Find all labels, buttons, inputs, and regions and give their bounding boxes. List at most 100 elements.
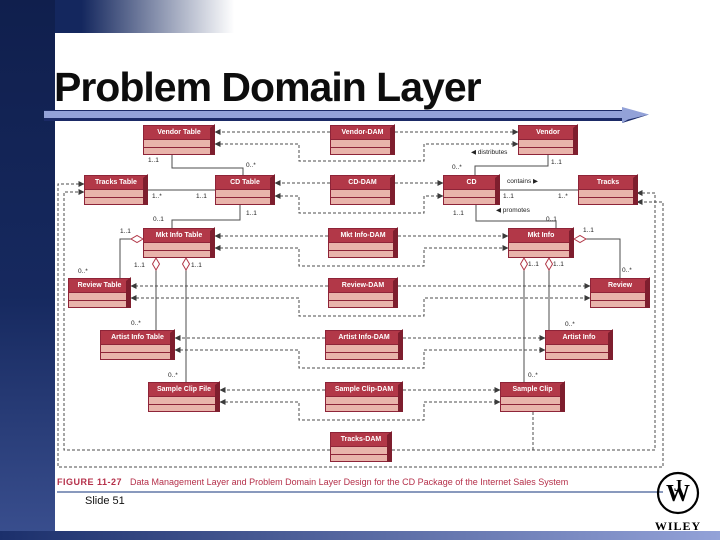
aggr-mkt-info-table-review-table [119,238,131,278]
class-compartment [329,293,397,301]
box-3d-fold [270,174,275,205]
multiplicity-label: 0..1 [153,216,164,223]
class-box-cd-table: CD Table [215,174,275,206]
class-box-title: Review-DAM [329,279,397,293]
class-compartment [331,198,394,206]
class-compartment [591,293,649,301]
multiplicity-label: 1..1 [553,261,564,268]
class-compartment [579,198,637,206]
box-3d-fold [398,381,403,412]
diamond-mkt-info-right [573,234,587,244]
class-compartment [546,353,612,361]
class-box-title: Review Table [69,279,130,293]
diamond-mkt-info-table-bottom-2 [181,257,191,271]
box-3d-fold [143,174,148,205]
class-box-title: Tracks-DAM [331,433,391,447]
class-compartment [331,190,394,198]
class-compartment [591,301,649,309]
class-box-title: Sample Clip-DAM [326,383,402,397]
class-compartment [144,251,214,259]
multiplicity-label: 1..1 [528,261,539,268]
class-box-title: Vendor Table [144,126,214,140]
class-compartment [331,148,394,156]
multiplicity-label: 0..* [622,267,632,274]
multiplicity-label: 1..1 [120,228,131,235]
class-box-artist-info-dam: Artist Info-DAM [325,329,403,360]
box-3d-fold [210,227,215,258]
class-compartment [579,190,637,198]
class-compartment [519,140,577,148]
class-compartment [144,140,214,148]
class-box-cd: CD [443,174,500,205]
multiplicity-label: 1..1 [583,227,594,234]
box-3d-fold [569,227,574,258]
class-box-title: Mkt Info Table [144,229,214,243]
class-box-title: Mkt Info-DAM [329,229,397,243]
class-compartment [216,190,274,198]
class-box-review-table: Review Table [68,277,131,309]
multiplicity-label: 0..* [131,320,141,327]
box-3d-fold [170,329,175,360]
box-3d-fold [210,124,215,155]
association-name-promotes: ◀ promotes [496,207,530,214]
class-compartment [509,251,573,259]
class-box-mkt-info: Mkt Info [508,227,574,259]
class-box-vendor: Vendor [518,124,578,155]
multiplicity-label: 1..* [558,193,568,200]
class-box-vendor-table: Vendor Table [143,124,215,156]
multiplicity-label: 0..* [78,268,88,275]
class-box-title: Artist Info Table [101,331,174,345]
wiley-logo: W J WILEY [648,470,708,534]
class-box-artist-info: Artist Info [545,329,613,361]
class-box-title: CD Table [216,176,274,190]
slide-number: Slide 51 [85,495,125,507]
association-name-distributes: ◀ distributes [471,149,508,156]
assoc-cd-table-mkt-info-table [171,205,241,228]
multiplicity-label: 0..* [246,162,256,169]
class-compartment [444,190,499,198]
class-box-sample-clip: Sample Clip [500,381,565,412]
class-box-mkt-info-dam: Mkt Info-DAM [328,227,398,258]
caption-underline [57,491,663,493]
class-compartment [144,148,214,156]
class-box-title: Mkt Info [509,229,573,243]
box-3d-fold [390,124,395,155]
multiplicity-label: 1..1 [148,157,159,164]
class-compartment [69,301,130,309]
association-name-contains: contains ▶ [507,178,539,185]
multiplicity-label: 1..1 [246,210,257,217]
class-box-sample-clip-file: Sample Clip File [148,381,220,412]
multiplicity-label: 0..* [168,372,178,379]
figure-caption-label: FIGURE 11-27 [57,477,123,487]
class-compartment [216,198,274,206]
class-box-review: Review [590,277,650,309]
multiplicity-label: 1..1 [134,262,145,269]
box-3d-fold [390,174,395,205]
class-box-title: CD-DAM [331,176,394,190]
class-box-title: Sample Clip File [149,383,219,397]
assoc-vendor-cd [474,155,549,175]
class-box-title: Tracks Table [85,176,147,190]
class-compartment [101,345,174,353]
slide-bottom-border [0,531,720,540]
class-box-title: Vendor-DAM [331,126,394,140]
multiplicity-label: 1..* [152,193,162,200]
title-underline-arrow [44,107,649,123]
class-compartment [69,293,130,301]
class-box-title: CD [444,176,499,190]
class-box-sample-clip-dam: Sample Clip-DAM [325,381,403,412]
class-box-title: Vendor [519,126,577,140]
class-compartment [546,345,612,353]
class-box-tracks-dam: Tracks-DAM [330,431,392,462]
class-box-title: Tracks [579,176,637,190]
class-box-vendor-dam: Vendor-DAM [330,124,395,156]
multiplicity-label: 0..1 [546,216,557,223]
class-compartment [326,345,402,353]
box-3d-fold [633,174,638,205]
class-compartment [331,447,391,455]
multiplicity-label: 1..1 [551,159,562,166]
box-3d-fold [573,124,578,155]
diamond-mkt-info-table-left [130,234,144,244]
class-compartment [149,397,219,405]
